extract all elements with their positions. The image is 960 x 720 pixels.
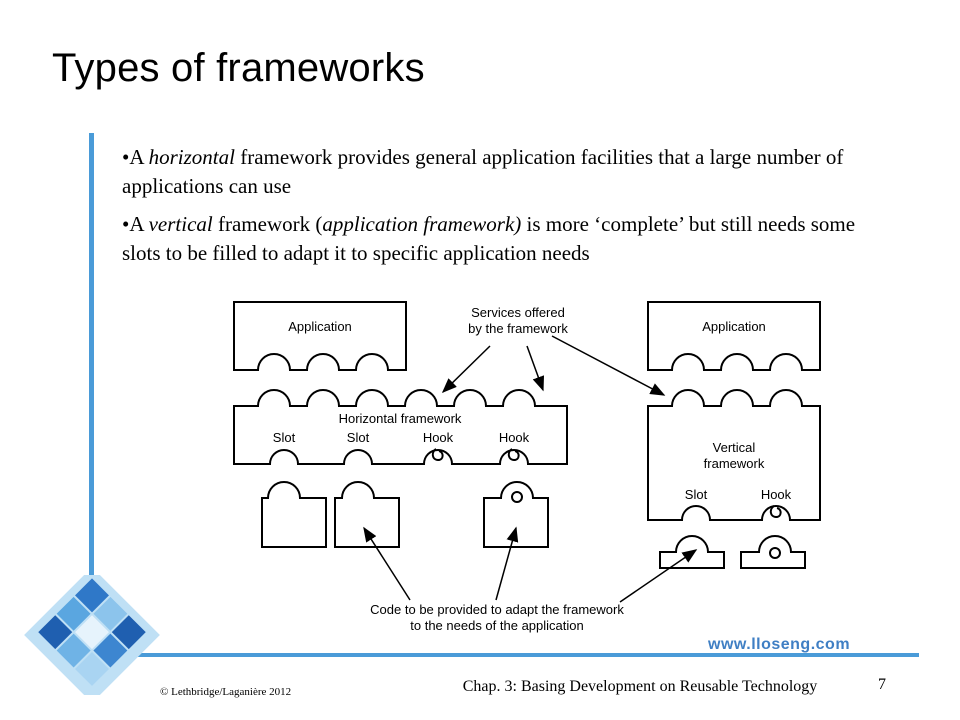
arrow-code-3 <box>619 549 698 603</box>
arrow-code-2 <box>495 526 519 601</box>
vertical-slot-plugin <box>659 535 725 569</box>
hook-2-label: Hook <box>499 430 530 445</box>
slot-2-label: Slot <box>347 430 370 445</box>
copyright-text: © Lethbridge/Laganière 2012 <box>160 686 292 698</box>
vertical-framework-label-line2: framework <box>704 456 765 471</box>
arrow-services-1 <box>441 345 491 394</box>
slide-title: Types of frameworks <box>52 46 425 90</box>
code-label-line2: to the needs of the application <box>410 618 583 633</box>
horizontal-framework-label: Horizontal framework <box>339 411 462 426</box>
mosaic-logo <box>24 575 160 695</box>
chapter-title: Chap. 3: Basing Development on Reusable … <box>462 678 818 695</box>
arrow-code-1 <box>363 526 411 601</box>
arrow-services-2 <box>526 345 545 392</box>
vertical-slot-label: Slot <box>685 487 708 502</box>
right-application-box <box>647 301 821 371</box>
vertical-framework-label-line1: Vertical <box>713 440 756 455</box>
left-application-label: Application <box>288 319 352 334</box>
bullet-vertical: •A vertical framework (application frame… <box>122 212 856 265</box>
arrow-services-3 <box>551 335 666 396</box>
accent-horizontal-bar <box>89 653 919 657</box>
hook-1-label: Hook <box>423 430 454 445</box>
left-application-box <box>233 301 407 371</box>
website-watermark: www.lloseng.com <box>708 636 851 653</box>
accent-vertical-bar <box>89 133 94 605</box>
vertical-hook-plugin <box>740 535 806 569</box>
services-label-line1: Services offered <box>471 305 565 320</box>
hook-1-icon <box>431 448 444 462</box>
right-application-label: Application <box>702 319 766 334</box>
slot-1-label: Slot <box>273 430 296 445</box>
slot-plugin-2 <box>334 481 400 548</box>
hook-2-icon <box>507 448 520 462</box>
vertical-hook-label: Hook <box>761 487 792 502</box>
slot-plugin-1 <box>261 481 327 548</box>
vertical-hook-icon <box>769 505 782 519</box>
code-label-line1: Code to be provided to adapt the framewo… <box>370 602 624 617</box>
horizontal-framework-box <box>233 389 568 465</box>
bullet-list: •A horizontal framework provides general… <box>122 143 892 277</box>
hook-plugin <box>483 481 549 548</box>
vertical-framework-box <box>647 389 821 521</box>
services-label-line2: by the framework <box>468 321 568 336</box>
page-number: 7 <box>878 676 886 693</box>
bullet-horizontal: •A horizontal framework provides general… <box>122 145 844 198</box>
